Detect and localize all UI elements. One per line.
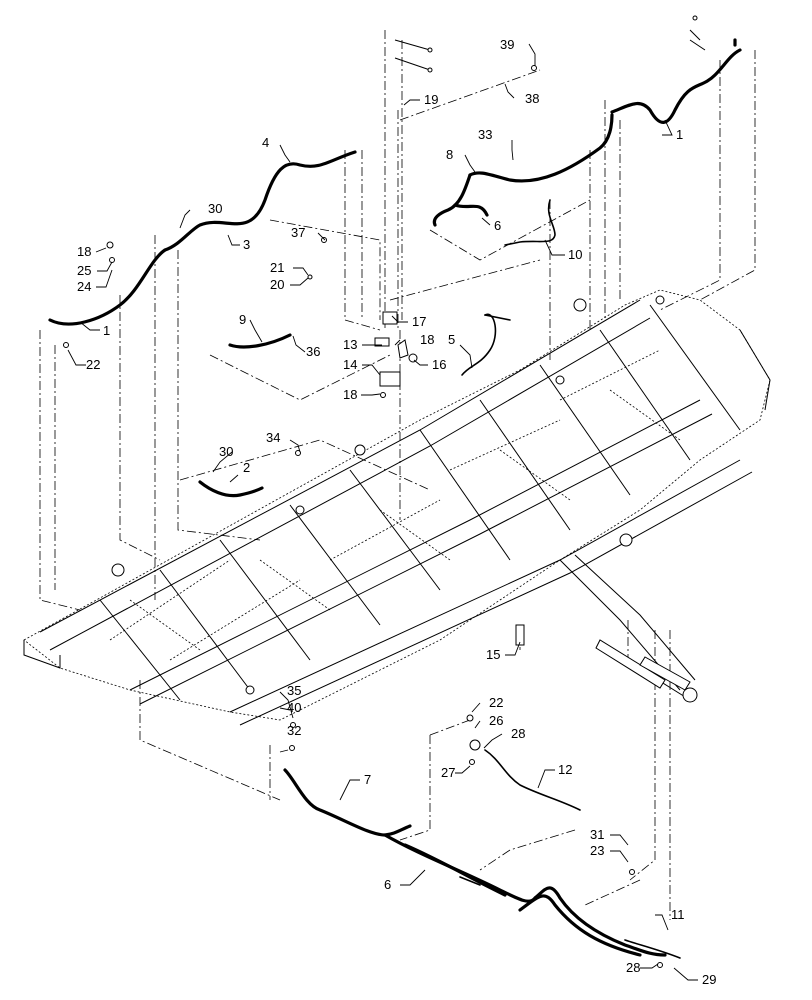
hydraulic-hoses xyxy=(48,38,742,959)
callout-labels: 1 1 2 3 4 5 6 6 7 8 9 10 11 12 13 14 15 … xyxy=(77,37,716,987)
callout-label: 27 xyxy=(441,765,455,780)
callout-label: 4 xyxy=(262,135,269,150)
callout-label: 17 xyxy=(412,314,426,329)
callout-label: 6 xyxy=(384,877,391,892)
callout-label: 1 xyxy=(103,323,110,338)
callout-label: 7 xyxy=(364,772,371,787)
callout-label: 10 xyxy=(568,247,582,262)
callout-label: 37 xyxy=(291,225,305,240)
callout-label: 29 xyxy=(702,972,716,987)
callout-label: 32 xyxy=(287,723,301,738)
callout-label: 8 xyxy=(446,147,453,162)
callout-label: 22 xyxy=(489,695,503,710)
callout-label: 31 xyxy=(590,827,604,842)
callout-label: 19 xyxy=(424,92,438,107)
callout-label: 11 xyxy=(671,907,685,922)
implement-frame xyxy=(23,289,771,726)
callout-label: 30 xyxy=(208,201,222,216)
callout-label: 23 xyxy=(590,843,604,858)
callout-label: 2 xyxy=(243,460,250,475)
reference-lines xyxy=(39,30,756,920)
callout-label: 40 xyxy=(287,700,301,715)
callout-label: 5 xyxy=(448,332,455,347)
callout-label: 25 xyxy=(77,263,91,278)
callout-label: 21 xyxy=(270,260,284,275)
callout-label: 13 xyxy=(343,337,357,352)
callout-label: 18 xyxy=(343,387,357,402)
callout-label: 26 xyxy=(489,713,503,728)
callout-label: 30 xyxy=(219,444,233,459)
callout-label: 34 xyxy=(266,430,280,445)
callout-label: 33 xyxy=(478,127,492,142)
callout-label: 16 xyxy=(432,357,446,372)
callout-label: 12 xyxy=(558,762,572,777)
callout-label: 20 xyxy=(270,277,284,292)
callout-label: 18 xyxy=(420,332,434,347)
callout-label: 14 xyxy=(343,357,357,372)
fittings-and-brackets xyxy=(63,15,706,968)
callout-label: 35 xyxy=(287,683,301,698)
leader-lines xyxy=(67,43,698,981)
callout-label: 39 xyxy=(500,37,514,52)
callout-label: 28 xyxy=(511,726,525,741)
callout-label: 9 xyxy=(239,312,246,327)
callout-label: 3 xyxy=(243,237,250,252)
callout-label: 38 xyxy=(525,91,539,106)
callout-label: 6 xyxy=(494,218,501,233)
callout-label: 36 xyxy=(306,344,320,359)
callout-label: 24 xyxy=(77,279,91,294)
callout-label: 28 xyxy=(626,960,640,975)
callout-label: 18 xyxy=(77,244,91,259)
callout-label: 22 xyxy=(86,357,100,372)
callout-label: 1 xyxy=(676,127,683,142)
callout-label: 15 xyxy=(486,647,500,662)
